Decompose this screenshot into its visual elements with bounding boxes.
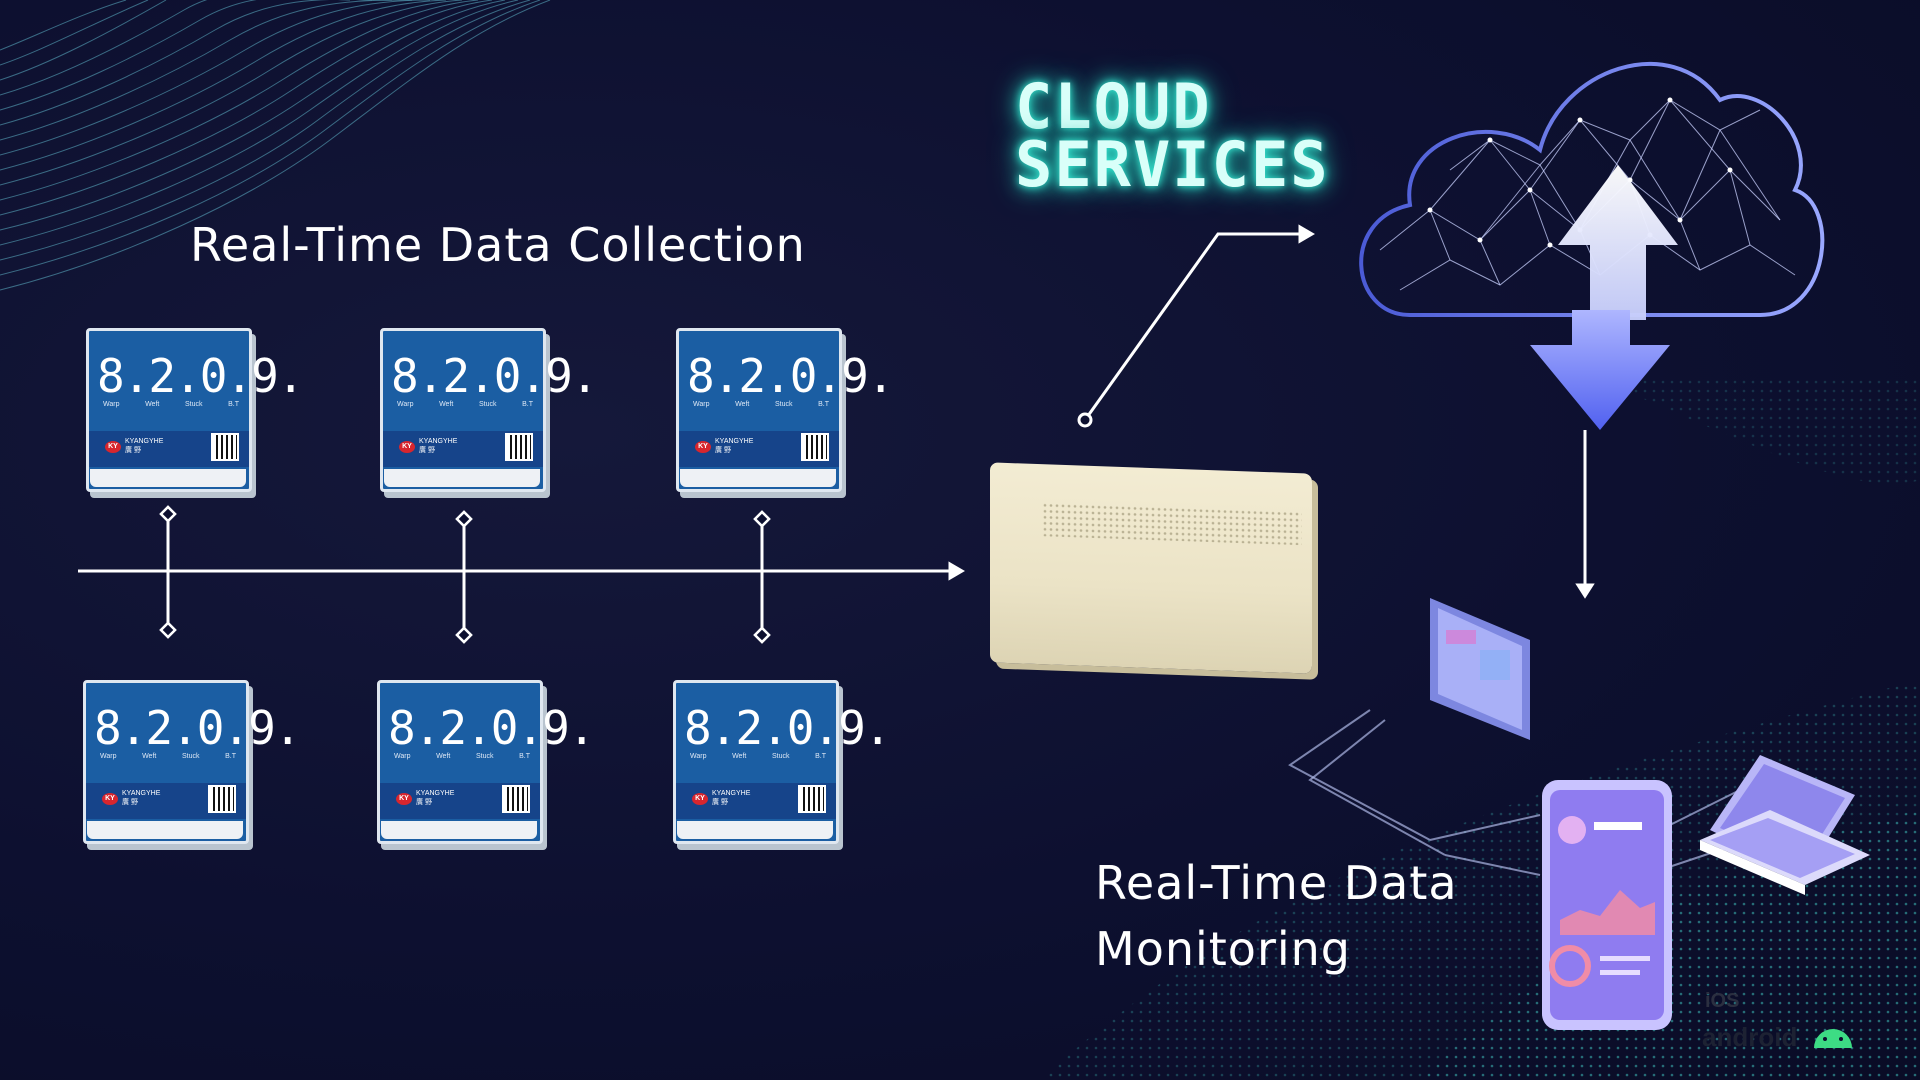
label-stuck: Stuck [184,401,203,408]
desktop-monitor-icon [1430,598,1530,740]
gateway-device [990,462,1312,674]
smartphone-icon [1542,780,1672,1030]
label-warp: Warp [394,753,411,760]
brand-logo-icon: KY [102,793,118,805]
device-sub-labels: Warp Weft Stuck B.T [394,753,530,760]
monitoring-devices-illustration [1288,598,1870,1030]
cloud-network-icon [1359,61,1825,430]
brand-name: KYANGYHE 廣 野 [419,438,458,454]
monitoring-heading: Real-Time Data Monitoring [1095,850,1458,982]
device-sub-labels: Warp Weft Stuck B.T [693,401,829,408]
device-base [87,821,243,839]
qr-code-icon [211,433,239,461]
main-bus-arrowhead [948,561,965,581]
device-sub-labels: Warp Weft Stuck B.T [100,753,236,760]
label-weft: Weft [142,753,157,760]
wave-lines-decoration [0,0,551,291]
gateway-link-node [1077,412,1093,428]
qr-code-icon [801,433,829,461]
gateway-vent [1042,502,1302,546]
monitoring-heading-line-1: Real-Time Data [1095,856,1458,910]
gateway-to-cloud-arrowhead [1298,224,1315,244]
label-weft: Weft [735,401,750,408]
cloud-title-line-2: SERVICES [1015,128,1330,201]
qr-code-icon [505,433,533,461]
android-icon [1814,1029,1852,1048]
device-base [381,821,537,839]
connector-3-bottom-node [753,626,771,644]
label-warp: Warp [100,753,117,760]
label-stuck: Stuck [774,401,793,408]
brand-name: KYANGYHE 廣 野 [416,790,455,806]
label-bt: B.T [522,401,533,408]
connector-2-bottom-node [455,626,473,644]
device-base [384,469,540,487]
cloud-to-monitoring-arrowhead [1575,583,1595,599]
label-weft: Weft [732,753,747,760]
collection-heading: Real-Time Data Collection [190,218,806,272]
label-warp: Warp [693,401,710,408]
label-warp: Warp [690,753,707,760]
qr-code-icon [798,785,826,813]
cloud-title-line-1: CLOUD [1015,70,1212,143]
brand-name: KYANGYHE 廣 野 [712,790,751,806]
label-weft: Weft [439,401,454,408]
ios-label: iOS [1705,990,1740,1012]
connector-2-top-node [455,510,473,528]
brand-logo-icon: KY [396,793,412,805]
brand-name: KYANGYHE 廣 野 [715,438,754,454]
brand-name: KYANGYHE 廣 野 [122,790,161,806]
laptop-icon [1700,755,1870,895]
label-stuck: Stuck [181,753,200,760]
monitoring-heading-line-2: Monitoring [1095,922,1351,976]
label-warp: Warp [397,401,414,408]
brand-logo-icon: KY [105,441,121,453]
label-stuck: Stuck [475,753,494,760]
brand-logo-icon: KY [399,441,415,453]
brand-logo-icon: KY [695,441,711,453]
brand-name: KYANGYHE 廣 野 [125,438,164,454]
device-sub-labels: Warp Weft Stuck B.T [103,401,239,408]
label-bt: B.T [228,401,239,408]
brand-logo-icon: KY [692,793,708,805]
connector-1-top-node [159,505,177,523]
label-bt: B.T [225,753,236,760]
label-bt: B.T [519,753,530,760]
label-stuck: Stuck [478,401,497,408]
cloud-services-title: CLOUD SERVICES [1015,70,1330,201]
device-base [680,469,836,487]
label-warp: Warp [103,401,120,408]
connector-1-bottom-node [159,621,177,639]
device-base [677,821,833,839]
device-sub-labels: Warp Weft Stuck B.T [397,401,533,408]
connector-3-top-node [753,510,771,528]
label-stuck: Stuck [771,753,790,760]
device-base [90,469,246,487]
qr-code-icon [502,785,530,813]
android-label: android [1702,1022,1798,1052]
gateway-to-cloud-line [1083,232,1300,421]
label-weft: Weft [436,753,451,760]
label-weft: Weft [145,401,160,408]
device-sub-labels: Warp Weft Stuck B.T [690,753,826,760]
qr-code-icon [208,785,236,813]
label-bt: B.T [818,401,829,408]
label-bt: B.T [815,753,826,760]
